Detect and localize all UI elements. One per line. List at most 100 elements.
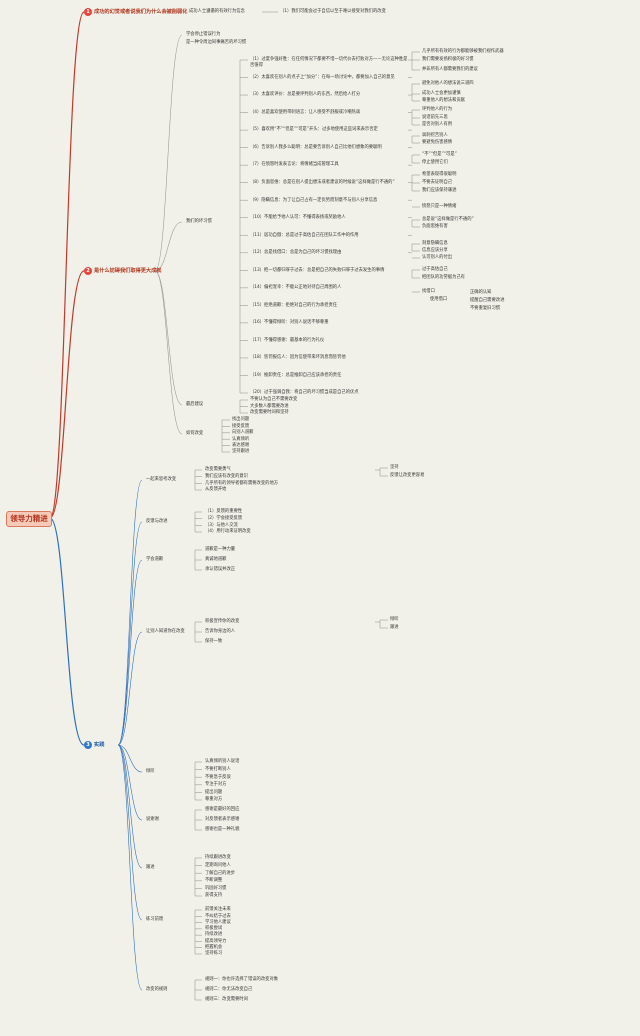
g7-label: 跟进 <box>146 865 155 871</box>
g5-item: 尊重对方 <box>205 797 223 803</box>
g7-item: 持续跟进改变 <box>205 855 231 861</box>
branch-1-number: 1 <box>84 7 92 16</box>
end-item: 不要认为自己不需要改变 <box>250 397 298 403</box>
branch-1[interactable]: 1 成功的幻觉或者说我们为什么会被削弱化 <box>84 7 187 16</box>
g8-item: 坚持练习 <box>205 951 223 957</box>
g9-item: 规则二：你无法改变自己 <box>205 987 253 993</box>
b2-habits-label: 我们的坏习惯 <box>186 219 212 225</box>
g6-label: 说谢谢 <box>146 817 159 823</box>
remedy-item: 正确的认知 <box>470 290 492 296</box>
g8-label: 练习前馈 <box>146 917 164 923</box>
habit-item: （20）过于强调自我：将自己的坏习惯当成是自己的优点 <box>250 390 359 396</box>
g4-item: 保持一致 <box>205 639 223 645</box>
habit-detail: 总是说“这样做是行不通的” <box>422 217 474 223</box>
branch-1-label: 成功的幻觉或者说我们为什么会被削弱化 <box>94 9 188 15</box>
root-node[interactable]: 领导力精进 <box>6 511 52 527</box>
habit-item: （15）拒绝道歉：拒绝对自己的行为承担责任 <box>250 302 338 308</box>
g3-label: 学会道歉 <box>146 557 164 563</box>
branch-2[interactable]: 2 是什么妨碍我们取得更大成就 <box>84 266 161 275</box>
g6-item: 对反馈者表示感谢 <box>205 817 240 823</box>
habit-detail: 说话前先三思 <box>422 115 448 121</box>
end-label: 最后建议 <box>186 402 204 408</box>
habit-item: （1）过度争强好胜：在任何情况下都要不惜一切代价去打败对方——无论这种胜是否值得 <box>250 57 408 68</box>
b2-intro-1: 学会停止错误行为 <box>186 32 221 38</box>
g5-label: 倾听 <box>146 769 155 775</box>
branch-3-number: 3 <box>84 740 92 749</box>
how-item: 接受反馈 <box>232 423 250 429</box>
g1-sub: 反馈让改变更容易 <box>390 473 425 479</box>
g9-item: 规则一：你也许选择了错误的改变对象 <box>205 977 279 983</box>
g1-item: 改变需要勇气 <box>205 467 231 473</box>
g3-item: 承认错误并改正 <box>205 567 236 573</box>
g8-item: 把握机会 <box>205 945 223 950</box>
habit-item: （2）太喜欢在别人的点子上“加分”：在每一场讨论中，都要加入自己的意见 <box>250 74 395 80</box>
g1-sub: 坚持 <box>390 465 399 471</box>
g8-item: 不纠结于过去 <box>205 913 231 919</box>
habit-item: （19）推卸责任：总是推卸自己应该承担的责任 <box>250 372 342 378</box>
g1-item: 从反馈开始 <box>205 487 227 493</box>
habit-item: （4）总是喜欢使用带刺语言：让人感受不舒服或冷嘲热讽 <box>250 109 361 115</box>
habit-item: （6）告诉别人我多么聪明：总是要告诉别人自己比他们想象的要聪明 <box>250 144 382 150</box>
habit-detail: 刻意隐瞒信息 <box>422 241 448 247</box>
g4-item: 告诉你身边的人 <box>205 629 236 635</box>
habit-detail: 停止使用它们 <box>422 160 448 166</box>
branch-2-label: 是什么妨碍我们取得更大成就 <box>94 268 162 274</box>
b2-intro-2: 是一种令周边同事痛苦的坏习惯 <box>186 40 247 46</box>
habit-detail: 我们需要发扬积极的好习惯 <box>422 57 474 63</box>
habit-item: （12）总是找借口：总是为自己的坏习惯找理由 <box>250 250 342 256</box>
g2-item: （2）学会接受反馈 <box>205 515 243 521</box>
g5-item: 不要打断别人 <box>205 766 231 772</box>
g7-item: 不断调整 <box>205 878 223 884</box>
g2-label: 反馈与改进 <box>146 519 168 525</box>
g5-item: 不要急于反驳 <box>205 774 231 780</box>
habit-detail: 信息应该分享 <box>422 248 448 254</box>
g8-item: 提高领导力 <box>205 938 227 944</box>
g8-item: 积极尝试 <box>205 926 223 932</box>
branch-3[interactable]: 3 实践 <box>84 740 104 749</box>
g6-item: 感谢是最好的回应 <box>205 807 240 813</box>
habit-detail: 要避免伤害感情 <box>422 140 453 146</box>
how-item: 坚持跟进 <box>232 449 250 455</box>
g8-item: 前馈关注未来 <box>205 907 231 913</box>
habit-detail: 讽刺挖苦别人 <box>422 133 448 139</box>
how-item: 表达感谢 <box>232 442 250 448</box>
remedy-label: 使用借口 <box>430 297 448 303</box>
g3-item: 真诚地道歉 <box>205 557 227 563</box>
habit-detail: 我们应该保持谦逊 <box>422 188 457 194</box>
g8-item: 学习他人建议 <box>205 919 231 925</box>
habit-detail: 过于高估自己 <box>422 267 448 273</box>
habit-detail: 成功人士会更加谨慎 <box>422 91 461 97</box>
habit-item: （17）不懂得感谢：最基本的行为礼仪 <box>250 337 325 343</box>
habit-detail: “不”“但是”“可是” <box>422 152 457 158</box>
g6-item: 感谢也是一种礼貌 <box>205 827 240 833</box>
habit-item: （10）不能给予他人认可：不懂得表扬或奖励他人 <box>250 215 346 221</box>
end-item: 改变需要时间和坚持 <box>250 410 289 416</box>
habit-item: （3）太喜欢评价：总是要评判别人的东西，然后给人打分 <box>250 92 361 98</box>
habit-item: （8）负面思维：总是在别人提出想法或者建议的时候说“这样做是行不通的” <box>250 179 395 185</box>
g4-item: 积极宣传你的改变 <box>205 619 240 625</box>
habit-item: （14）偏袒宠幸：不能公正地对待自己周围的人 <box>250 285 342 291</box>
habit-detail: 并非所有人都需要我们的建议 <box>422 67 478 73</box>
g3-item: 道歉是一种力量 <box>205 547 236 553</box>
b1-belief: 成功人士遵循的有效行为信念 <box>189 9 245 15</box>
g4-label: 让别人知道你在改变 <box>146 629 185 635</box>
g7-item: 定期询问他人 <box>205 862 231 868</box>
habit-detail: 尊重他人的想法和贡献 <box>422 98 465 104</box>
habit-detail: 认可别人的付出 <box>422 255 453 261</box>
habit-item: （11）居功自傲：总是过于高估自己在团队工作中的作用 <box>250 232 359 238</box>
g5-item: 认真倾听别人说话 <box>205 759 240 765</box>
branch-3-label: 实践 <box>94 742 105 748</box>
habit-detail: 负面思维有害 <box>422 224 448 230</box>
g5-item: 专注于对方 <box>205 782 227 788</box>
g2-item: （1）反馈的重要性 <box>205 509 243 515</box>
how-item: 找出问题 <box>232 417 250 423</box>
habit-item: （18）惩罚报信人：因为信使带来坏消息而惩罚他 <box>250 355 346 361</box>
g1-item: 几乎所有的领导者都有需要改变的地方 <box>205 480 279 486</box>
habit-detail: 把团队的功劳据为己有 <box>422 275 465 281</box>
g4-sub: 跟进 <box>390 625 399 631</box>
g7-item: 巩固好习惯 <box>205 885 227 891</box>
habit-detail: 不要去证明自己 <box>422 180 453 186</box>
habit-detail: 几乎所有有效的行为都能够被我们视作武器 <box>422 49 504 55</box>
g2-item: （3）与他人交流 <box>205 522 238 528</box>
g4-sub: 倾听 <box>390 617 399 623</box>
